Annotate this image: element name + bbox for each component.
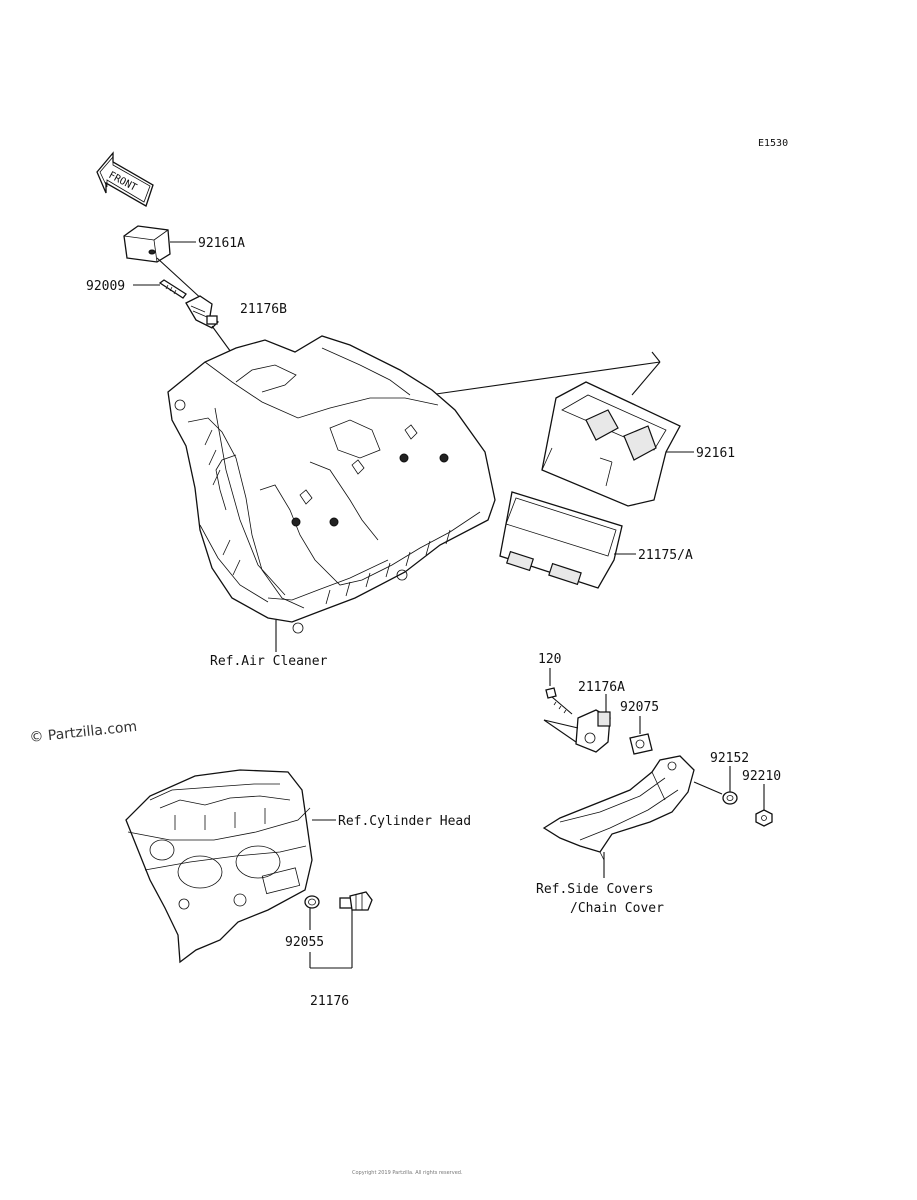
label-21176: 21176 bbox=[310, 994, 349, 1009]
air-cleaner-housing bbox=[167, 335, 496, 634]
label-ref-cylinder-head: Ref.Cylinder Head bbox=[338, 814, 471, 829]
label-92009: 92009 bbox=[86, 279, 125, 294]
ecu-21175A[interactable] bbox=[499, 491, 623, 589]
side-cover-bracket bbox=[542, 755, 695, 861]
damper-block-92161A[interactable] bbox=[123, 225, 171, 263]
label-92055: 92055 bbox=[285, 935, 324, 950]
label-21175A: 21175/A bbox=[638, 548, 693, 563]
nut-92210[interactable] bbox=[755, 809, 773, 827]
ecu-holder-92161[interactable] bbox=[541, 381, 681, 507]
label-120: 120 bbox=[538, 652, 561, 667]
diagram-id: E1530 bbox=[758, 138, 788, 149]
label-92161: 92161 bbox=[696, 446, 735, 461]
collar-92075[interactable] bbox=[629, 733, 653, 755]
cylinder-head bbox=[125, 769, 313, 964]
label-ref-air-cleaner: Ref.Air Cleaner bbox=[210, 654, 328, 669]
label-92075: 92075 bbox=[620, 700, 659, 715]
sensor-21176[interactable] bbox=[339, 891, 373, 911]
screw-92009[interactable] bbox=[158, 279, 187, 299]
gasket-92055[interactable] bbox=[304, 895, 320, 909]
footer-copyright: Copyright 2019 Partzilla. All rights res… bbox=[352, 1170, 463, 1176]
front-arrow-icon: FRONT bbox=[96, 151, 154, 207]
label-92152: 92152 bbox=[710, 751, 749, 766]
label-chain-cover: /Chain Cover bbox=[570, 901, 664, 916]
sensor-21176A[interactable] bbox=[575, 709, 611, 753]
label-21176A: 21176A bbox=[578, 680, 625, 695]
label-92210: 92210 bbox=[742, 769, 781, 784]
label-92161A: 92161A bbox=[198, 236, 245, 251]
bolt-120[interactable] bbox=[545, 687, 573, 715]
watermark: © Partzilla.com bbox=[29, 719, 138, 746]
label-21176B: 21176B bbox=[240, 302, 287, 317]
label-ref-side-covers: Ref.Side Covers bbox=[536, 882, 653, 897]
collar-92152[interactable] bbox=[722, 791, 738, 805]
sensor-21176B[interactable] bbox=[185, 295, 219, 329]
